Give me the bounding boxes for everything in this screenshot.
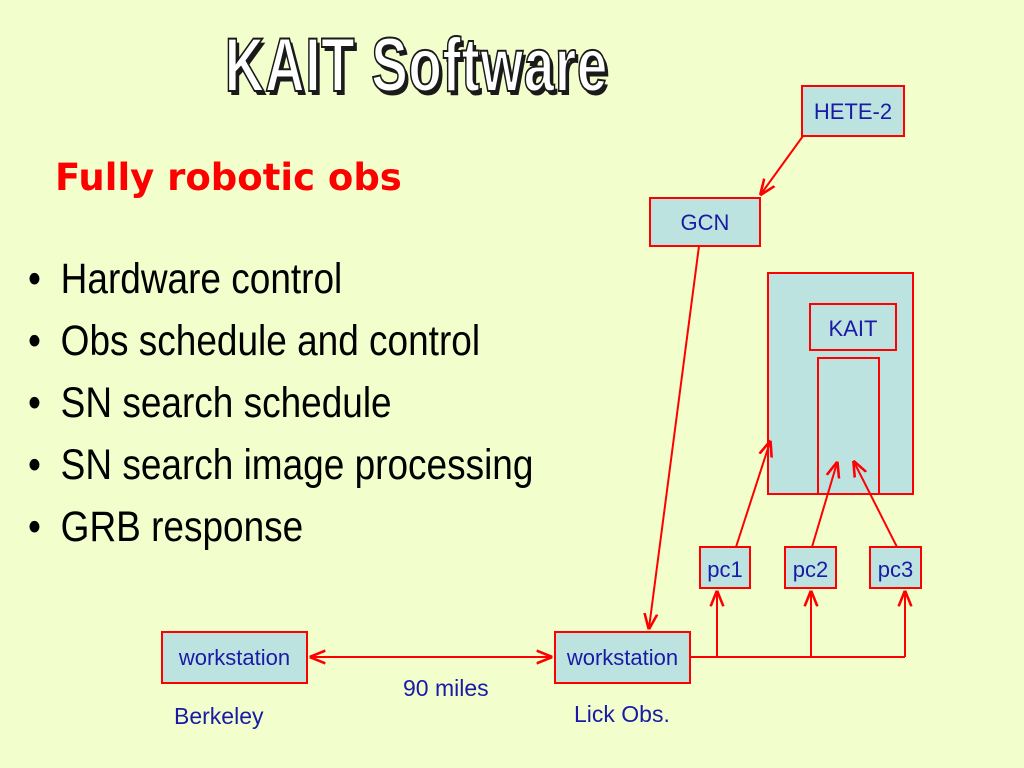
workstation-berkeley-box [161, 631, 308, 684]
bullet-item: •GRB response [28, 496, 533, 558]
hete2-box [801, 85, 905, 137]
bullet-list: •Hardware control •Obs schedule and cont… [28, 248, 616, 558]
gcn-label: GCN [680, 210, 730, 235]
telescope-inner-box [817, 357, 880, 495]
bullet-icon: • [28, 255, 41, 303]
bullet-item: •SN search schedule [28, 372, 533, 434]
pc1-box [699, 546, 751, 589]
pc3-label: pc3 [877, 557, 914, 582]
kait-box [809, 303, 897, 351]
hete2-label: HETE-2 [813, 99, 893, 124]
berkeley-label: Berkeley [174, 703, 264, 729]
bullet-icon: • [28, 379, 41, 427]
kait-label: KAIT [828, 316, 878, 341]
bullet-icon: • [28, 503, 41, 551]
bullet-item: •Hardware control [28, 248, 533, 310]
bullet-icon: • [28, 317, 41, 365]
gcn-box [649, 197, 761, 247]
workstation-lick-label: workstation [566, 645, 679, 670]
distance-label: 90 miles [403, 675, 489, 701]
pc2-label: pc2 [792, 557, 829, 582]
slide-subtitle: Fully robotic obs [55, 156, 402, 199]
bullet-icon: • [28, 441, 41, 489]
slide-title: KAIT Software [224, 22, 609, 109]
bullet-item: •Obs schedule and control [28, 310, 533, 372]
pc1-label: pc1 [707, 557, 743, 582]
pc2-box [784, 546, 837, 589]
workstation-berkeley-label: workstation [178, 645, 291, 670]
arrow-pc1-to-enclosure [735, 442, 770, 548]
workstation-lick-box [554, 631, 691, 684]
arrow-hete2-to-gcn [761, 135, 804, 194]
bullet-item: •SN search image processing [28, 434, 533, 496]
arrow-pc3-to-telescope [854, 462, 898, 548]
arrow-pc2-to-telescope [811, 463, 837, 548]
arrow-gcn-to-workstation [649, 245, 700, 628]
lick-label: Lick Obs. [574, 701, 670, 727]
pc3-box [869, 546, 922, 589]
